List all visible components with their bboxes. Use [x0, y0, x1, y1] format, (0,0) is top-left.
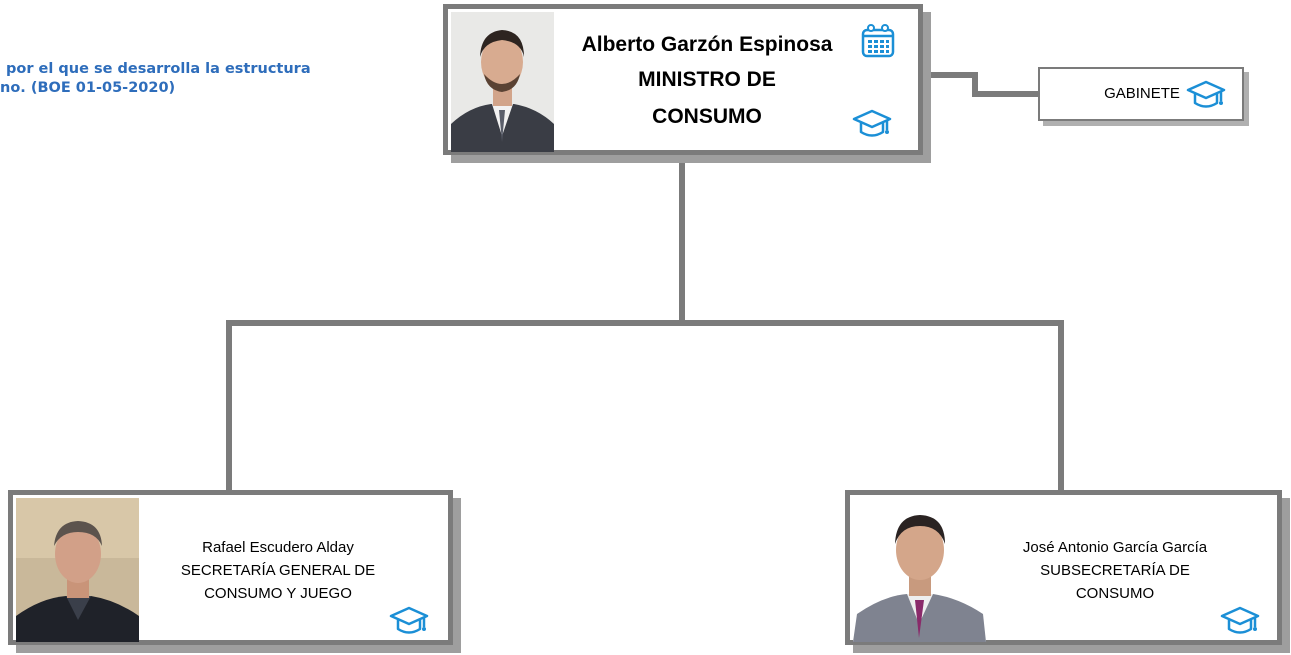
secretary-photo — [16, 498, 139, 642]
undersecretary-name: José Antonio García García — [1022, 539, 1208, 556]
minister-photo — [451, 12, 554, 152]
connector-cabinet-a — [922, 72, 978, 78]
intro-line-1: por el que se desarrolla la estructura — [6, 61, 311, 77]
connector-cabinet-c — [972, 91, 1038, 97]
connector-horizontal — [226, 320, 1064, 326]
secretary-card[interactable]: Rafael Escudero Alday SECRETARÍA GENERAL… — [8, 490, 453, 645]
undersecretary-photo — [853, 498, 986, 642]
calendar-icon[interactable] — [860, 23, 896, 59]
cabinet-label: GABINETE — [1104, 85, 1180, 102]
undersecretary-card[interactable]: José Antonio García García SUBSECRETARÍA… — [845, 490, 1282, 645]
connector-right-down — [1058, 320, 1064, 492]
graduation-cap-icon[interactable] — [1186, 79, 1226, 111]
secretary-name: Rafael Escudero Alday — [202, 539, 354, 556]
connector-left-down — [226, 320, 232, 492]
minister-name: Alberto Garzón Espinosa — [581, 33, 833, 56]
undersecretary-title-line-2: CONSUMO — [1075, 585, 1155, 602]
graduation-cap-icon[interactable] — [389, 605, 429, 637]
minister-card[interactable]: Alberto Garzón Espinosa MINISTRO DE CONS… — [443, 4, 923, 155]
intro-line-2: no. (BOE 01-05-2020) — [0, 80, 176, 96]
secretary-title-line-2: CONSUMO Y JUEGO — [204, 585, 352, 602]
minister-title-line-2: CONSUMO — [652, 105, 762, 128]
minister-title-line-1: MINISTRO DE — [638, 68, 776, 91]
secretary-title-line-1: SECRETARÍA GENERAL DE — [180, 562, 376, 579]
graduation-cap-icon[interactable] — [1220, 605, 1260, 637]
undersecretary-title-line-1: SUBSECRETARÍA DE — [1040, 562, 1190, 579]
cabinet-card[interactable]: GABINETE — [1038, 67, 1244, 121]
graduation-cap-icon[interactable] — [852, 108, 892, 140]
connector-minister-down — [679, 155, 685, 323]
connector-cabinet-b — [972, 72, 978, 97]
